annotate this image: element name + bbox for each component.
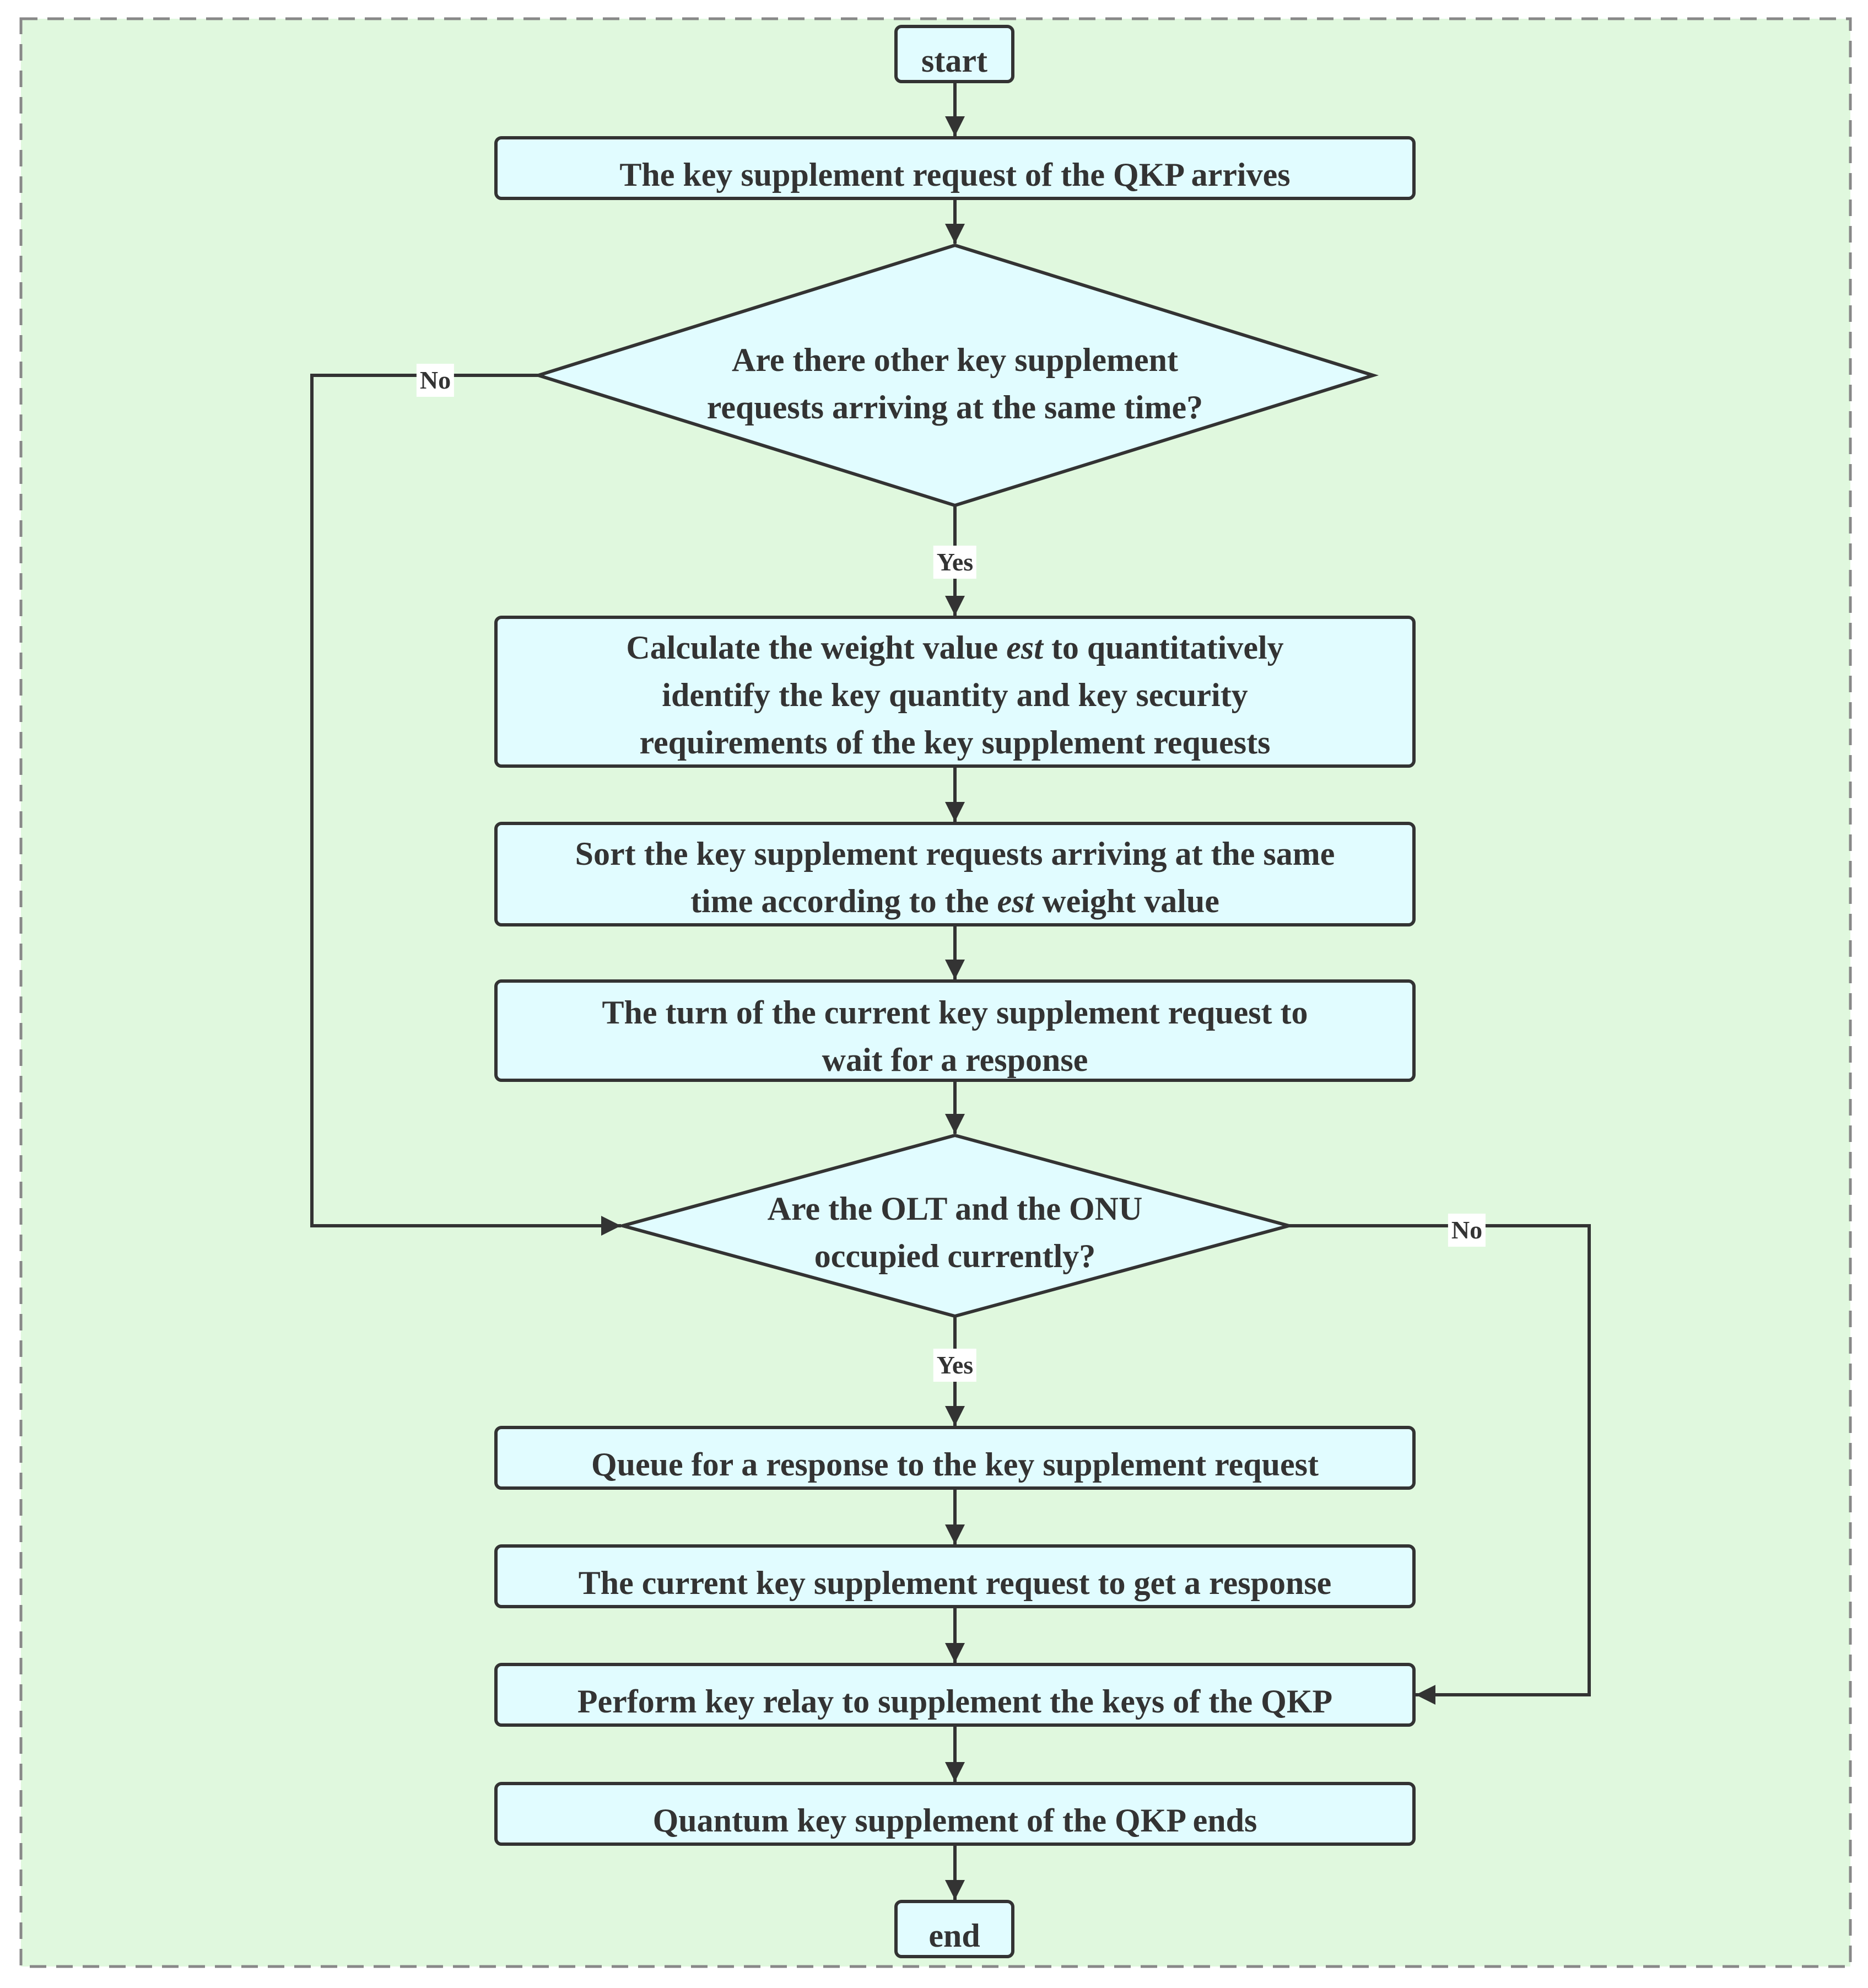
ends-label: Quantum key supplement of the QKP ends bbox=[652, 1802, 1257, 1839]
sort-line-2: time according to the est weight value bbox=[690, 883, 1219, 919]
edge-label-occupied-yes: Yes bbox=[933, 1349, 977, 1382]
sort-label: Sort the key supplement requests arrivin… bbox=[496, 827, 1414, 928]
calculate-label: Calculate the weight value est to quanti… bbox=[496, 621, 1414, 769]
same-time-decision-label: Are there other key supplement requests … bbox=[606, 336, 1304, 431]
turn-line-1: The turn of the current key supplement r… bbox=[602, 994, 1308, 1031]
same-time-line-1: Are there other key supplement bbox=[732, 342, 1178, 378]
get-response-label: The current key supplement request to ge… bbox=[578, 1565, 1332, 1601]
end-label: end bbox=[928, 1917, 980, 1954]
calculate-line-3: requirements of the key supplement reque… bbox=[639, 724, 1271, 761]
same-time-line-2: requests arriving at the same time? bbox=[706, 389, 1203, 425]
calculate-line-1: Calculate the weight value est to quanti… bbox=[626, 629, 1284, 666]
end-terminal bbox=[894, 1900, 1014, 1958]
queue-label: Queue for a response to the key suppleme… bbox=[591, 1446, 1319, 1483]
edge-label-same-time-yes: Yes bbox=[933, 546, 977, 579]
est-variable: est bbox=[1006, 629, 1043, 666]
sort-line-1: Sort the key supplement requests arrivin… bbox=[575, 836, 1335, 872]
turn-line-2: wait for a response bbox=[822, 1042, 1088, 1078]
turn-label: The turn of the current key supplement r… bbox=[496, 987, 1414, 1086]
relay-label: Perform key relay to supplement the keys… bbox=[577, 1683, 1333, 1720]
occupied-decision-label: Are the OLT and the ONU occupied current… bbox=[678, 1185, 1232, 1280]
edge-label-same-time-no: No bbox=[416, 364, 455, 397]
start-label: start bbox=[921, 42, 987, 79]
calculate-line-2: identify the key quantity and key securi… bbox=[662, 677, 1248, 713]
edge-label-occupied-no: No bbox=[1448, 1214, 1486, 1247]
est-variable: est bbox=[997, 883, 1034, 919]
arrives-label: The key supplement request of the QKP ar… bbox=[619, 157, 1291, 193]
occupied-line-2: occupied currently? bbox=[814, 1238, 1096, 1274]
edge-occupied-no-to-relay bbox=[1289, 1224, 1591, 1705]
occupied-line-1: Are the OLT and the ONU bbox=[767, 1190, 1143, 1227]
